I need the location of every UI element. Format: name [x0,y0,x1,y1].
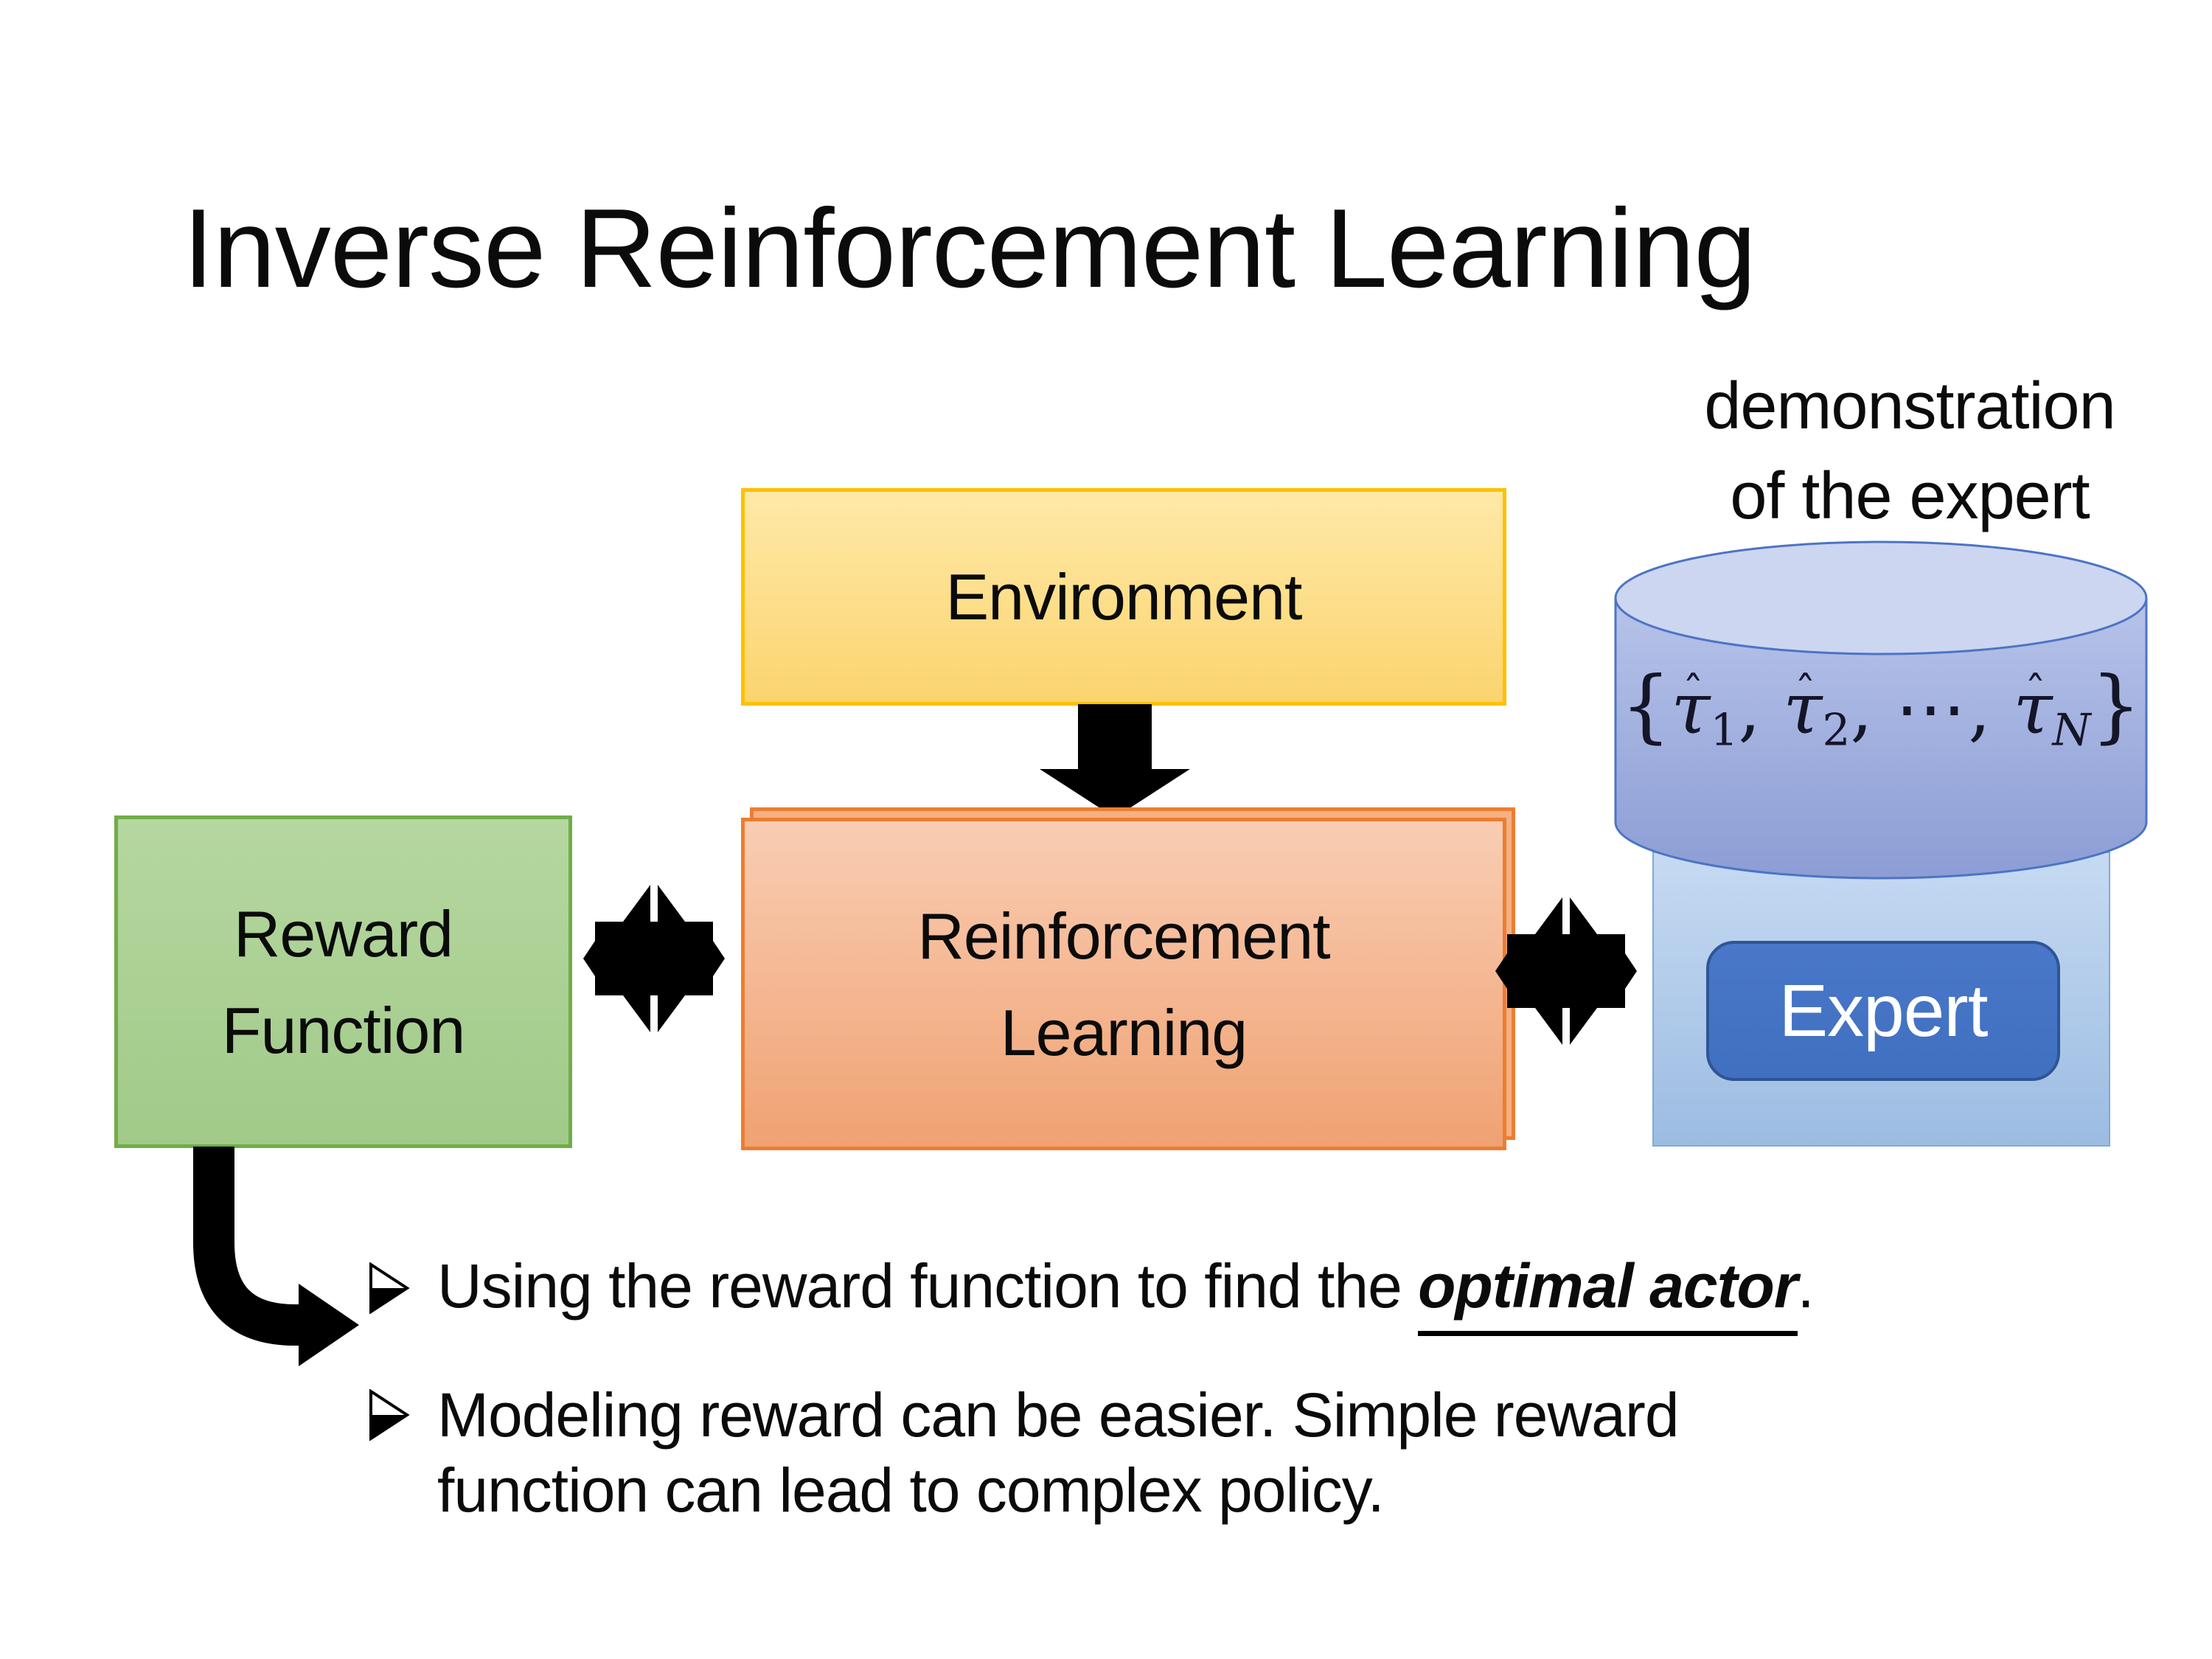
environment-box: Environment [741,488,1506,706]
bullet-arrow-icon [369,1389,410,1441]
expert-box: Expert [1706,941,2060,1081]
bullet2-line2: function can lead to complex policy. [437,1455,1385,1525]
bullet-arrow-icon [369,1262,410,1314]
slide-title: Inverse Reinforcement Learning [183,186,1756,311]
bullet-item-2: Modeling reward can be easier. Simple re… [437,1377,1680,1528]
reward-function-label-line1: Reward [233,897,453,970]
subscript-n: N [2052,705,2091,757]
bullet1-text-before: Using the reward function to find the [437,1251,1419,1321]
subscript-2: 2 [1822,705,1851,757]
reward-function-box: Reward Function [114,815,572,1148]
demonstration-database-cylinder [1614,540,2148,880]
reinforcement-learning-label-line2: Learning [1000,995,1248,1069]
reinforcement-learning-label-line1: Reinforcement [917,899,1330,973]
formula-left-brace: { [1620,660,1672,752]
bullet2-line1: Modeling reward can be easier. Simple re… [437,1380,1680,1450]
subscript-1: 1 [1710,705,1739,757]
down-arrow-icon [1040,704,1190,818]
demonstration-caption-line2: of the expert [1730,459,2090,533]
expert-label: Expert [1778,969,1988,1052]
reward-function-label-line2: Function [221,993,466,1067]
exchange-arrow-icon-left [583,885,725,1032]
formula-ellipsis: ⋯ [1895,667,1969,750]
bullet-item-1: Using the reward function to find the op… [437,1251,1815,1336]
bullet1-emphasis: optimal actor [1418,1251,1798,1336]
reinforcement-learning-box: Reinforcement Learning [741,818,1506,1150]
environment-label: Environment [945,560,1302,633]
bullet1-text-after: . [1797,1251,1815,1321]
elbow-arrow-icon [193,1147,359,1366]
demonstration-caption: demonstration of the expert [1659,361,2160,541]
demonstration-caption-line1: demonstration [1704,369,2115,443]
exchange-arrow-icon-right [1495,897,1637,1045]
formula-right-brace: } [2090,660,2142,752]
